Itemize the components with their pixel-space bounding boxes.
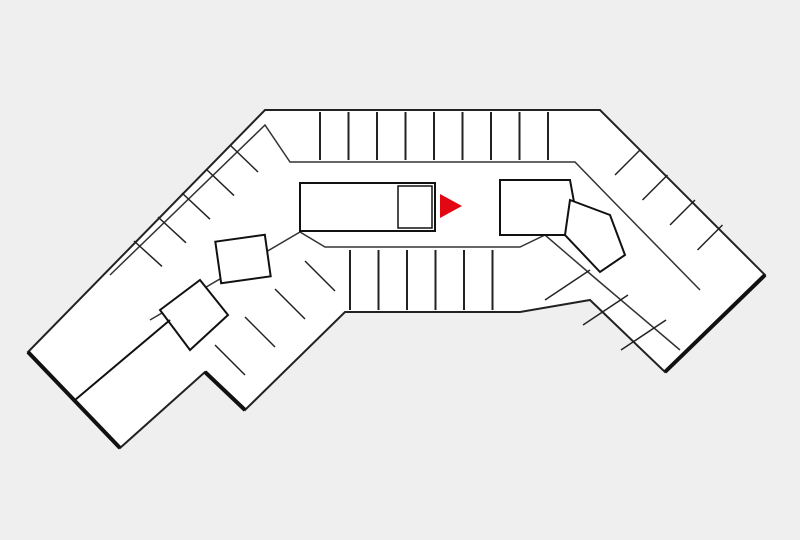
room-wall bbox=[544, 269, 591, 301]
room-wall bbox=[181, 192, 211, 220]
room-wall bbox=[229, 144, 259, 173]
room-wall bbox=[669, 199, 696, 226]
central-core bbox=[299, 182, 436, 232]
room-partitions bbox=[133, 112, 724, 376]
elevator-shaft bbox=[397, 185, 433, 229]
stair-core-right-2 bbox=[563, 198, 627, 274]
stair-core-left bbox=[214, 233, 272, 285]
outer-wall-right-end bbox=[663, 273, 767, 374]
room-wall bbox=[641, 174, 669, 201]
room-wall bbox=[244, 316, 276, 348]
large-room-divider bbox=[74, 319, 171, 401]
outer-wall-notch bbox=[203, 370, 247, 412]
stair-core-left-2 bbox=[158, 278, 230, 352]
room-wall bbox=[582, 294, 629, 326]
room-wall bbox=[214, 344, 246, 376]
room-wall bbox=[133, 240, 163, 267]
room-wall bbox=[157, 216, 187, 244]
corridor-wall-top bbox=[109, 123, 701, 291]
room-wall bbox=[274, 288, 306, 320]
room-wall bbox=[620, 319, 667, 351]
room-wall bbox=[205, 168, 235, 197]
room-wall bbox=[696, 224, 724, 251]
room-wall bbox=[304, 260, 336, 292]
triangle-right-icon bbox=[440, 194, 462, 218]
outer-wall-left-end bbox=[26, 350, 122, 450]
room-wall bbox=[614, 149, 641, 176]
